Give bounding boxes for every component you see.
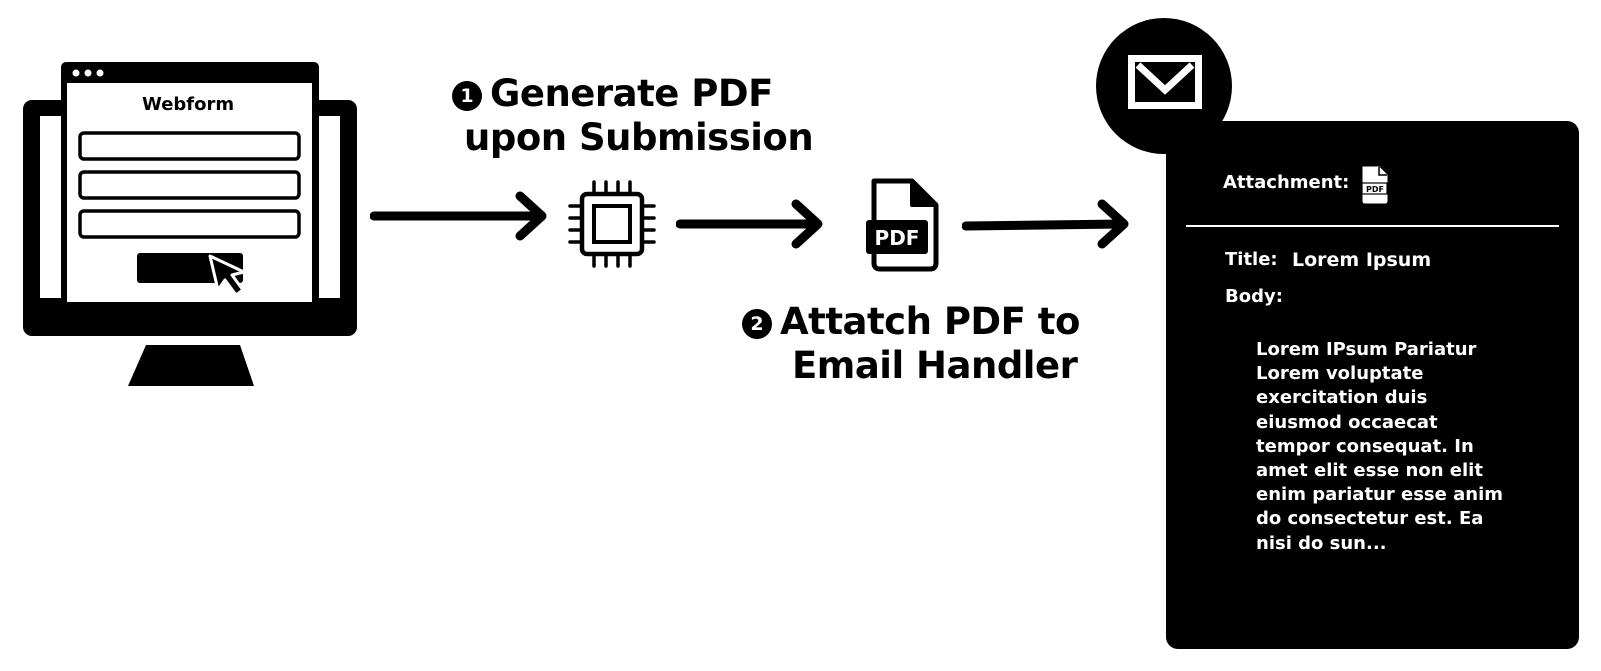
webform-title: Webform	[142, 94, 235, 115]
email-title-label: Title:	[1225, 249, 1278, 270]
pdf-file-icon	[866, 178, 939, 272]
email-body-text: Lorem IPsum Pariatur Lorem voluptate exe…	[1256, 339, 1503, 554]
arrow-to-email	[962, 199, 1129, 249]
pdf-file-label: PDF	[874, 226, 920, 250]
email-body-label: Body:	[1225, 286, 1283, 307]
email-title-value: Lorem Ipsum	[1292, 249, 1432, 271]
email-panel: Attachment: PDF Title: Lorem Ipsum Body:…	[1166, 121, 1579, 649]
chip-icon	[568, 180, 656, 268]
arrow-to-pdf	[676, 199, 823, 249]
arrow-to-processor	[370, 191, 547, 241]
attachment-pdf-icon[interactable]	[1359, 163, 1391, 207]
email-badge	[1096, 18, 1232, 154]
attachment-file-label: PDF	[1366, 185, 1384, 194]
step-2-number: 2	[742, 309, 772, 339]
attachment-label: Attachment:	[1223, 172, 1350, 193]
envelope-icon	[1128, 55, 1202, 109]
monitor-icon	[23, 62, 357, 386]
step-1-number: 1	[452, 81, 482, 111]
email-divider	[1186, 225, 1559, 227]
